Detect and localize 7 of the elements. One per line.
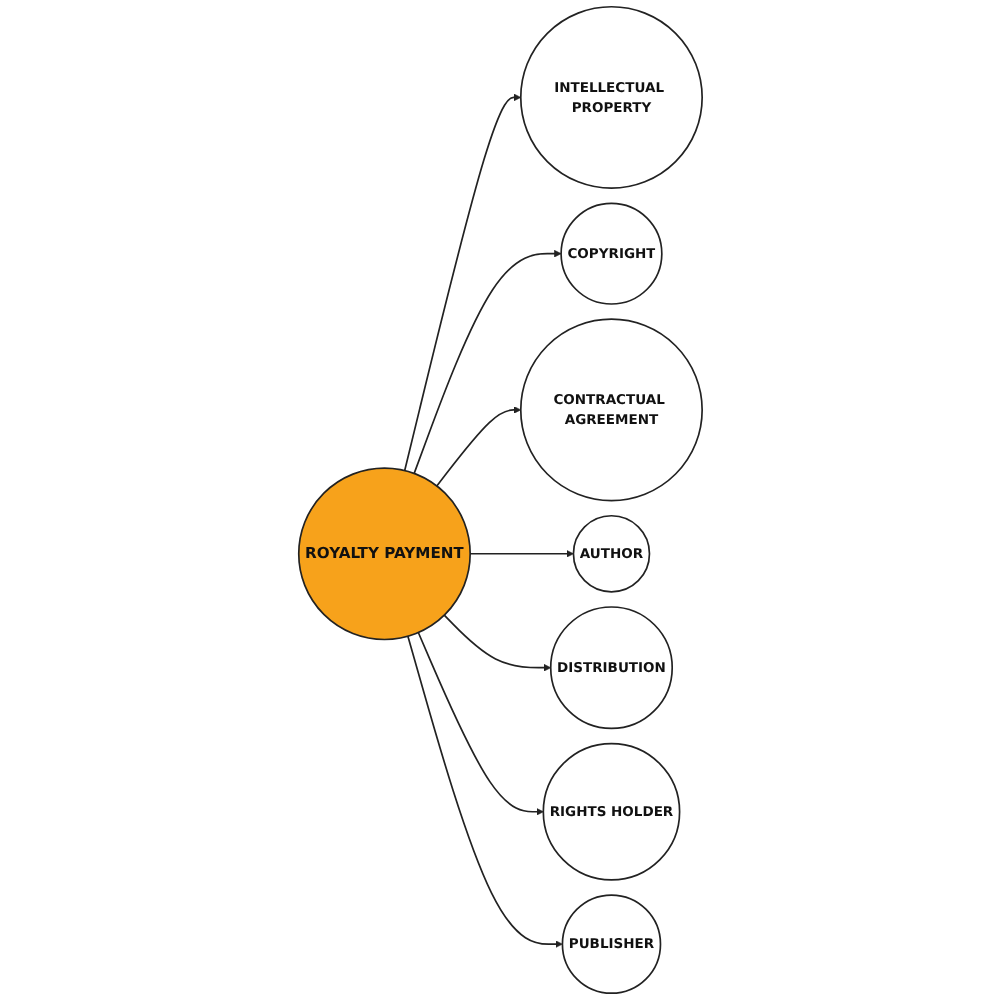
arrow — [442, 614, 551, 672]
arrow — [417, 631, 544, 816]
arrow — [412, 250, 561, 475]
arrow — [435, 406, 521, 487]
arrow — [406, 635, 563, 948]
arrow — [468, 550, 574, 558]
arrow — [403, 93, 521, 472]
